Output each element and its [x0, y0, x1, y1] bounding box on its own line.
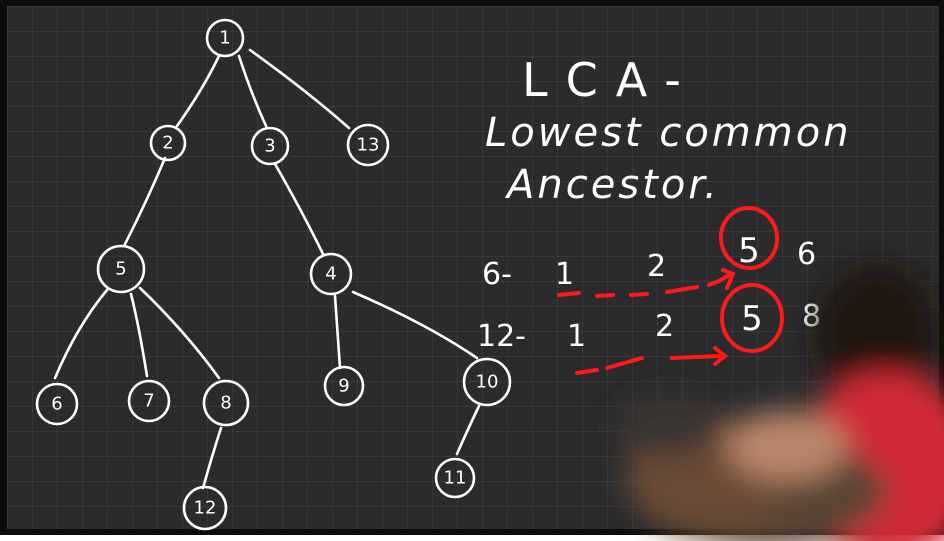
tree-node-9: 9 [323, 365, 365, 407]
tree-edge-1-3 [237, 54, 269, 130]
node-label-1: 1 [219, 28, 230, 49]
tree-edge-5-8 [138, 286, 221, 380]
path-6-step-1: 1 [555, 257, 574, 292]
tree-edges [53, 48, 481, 490]
title-abbr: LCA- [522, 53, 699, 107]
tree-node-3: 3 [250, 126, 290, 166]
red-arrow-row-2 [713, 346, 729, 366]
node-label-3: 3 [264, 136, 275, 157]
red-dashes-row-2 [575, 354, 724, 375]
tree-node-11: 11 [434, 457, 476, 499]
path-row-12: 12- 1 2 5 8 [477, 299, 821, 354]
tree-edge-5-7 [129, 292, 149, 378]
path-row-6: 6- 1 2 5 6 [482, 231, 816, 292]
tree-edge-4-10 [351, 290, 479, 360]
tree-node-6: 6 [35, 382, 79, 426]
path-12-step-4: 8 [802, 299, 821, 334]
tree-edge-4-9 [333, 294, 342, 370]
tree-node-4: 4 [309, 252, 353, 296]
lca-highlight [557, 206, 784, 375]
node-label-11: 11 [444, 468, 467, 489]
tree-node-5: 5 [96, 244, 146, 294]
path-6-step-2: 2 [647, 249, 666, 284]
tree-node-8: 8 [202, 379, 250, 427]
tree-node-7: 7 [127, 379, 171, 423]
title-line-2: Ancestor. [504, 162, 720, 208]
path-12-step-3: 5 [741, 299, 763, 339]
path-12-step-2: 2 [655, 309, 674, 344]
tree-node-13: 13 [346, 123, 390, 167]
tree-edge-10-11 [455, 404, 481, 456]
tree-edge-3-4 [273, 162, 325, 256]
node-label-5: 5 [115, 259, 126, 280]
tree-node-1: 1 [205, 18, 245, 58]
path-6-step-3: 5 [738, 231, 760, 271]
lca-circle-bottom [720, 283, 784, 353]
node-label-6: 6 [51, 394, 62, 415]
node-label-4: 4 [325, 264, 336, 285]
node-label-9: 9 [338, 376, 349, 397]
node-label-8: 8 [220, 393, 231, 414]
tree-edge-5-6 [53, 288, 109, 380]
title-line-1: Lowest common [485, 110, 852, 156]
tree-node-2: 2 [149, 124, 187, 162]
red-arrow-row-1 [717, 268, 736, 290]
lca-circle-top [718, 206, 780, 270]
board-drawing: 1 2 3 13 5 4 6 7 [35, 18, 944, 541]
presenter-silhouette [617, 266, 944, 541]
path-12-step-1: 1 [567, 319, 586, 354]
node-label-7: 7 [143, 391, 154, 412]
tree-edge-1-13 [248, 48, 351, 130]
node-label-10: 10 [476, 372, 499, 393]
tree-edge-8-12 [201, 426, 223, 490]
tree-edge-1-2 [175, 54, 221, 128]
path-6-step-4: 6 [797, 237, 816, 272]
path-label-12: 12- [477, 319, 526, 354]
path-label-6: 6- [482, 257, 512, 292]
node-label-13: 13 [357, 135, 380, 156]
tree-node-12: 12 [182, 485, 228, 531]
tree-node-10: 10 [462, 357, 512, 407]
tree-edge-2-5 [122, 156, 167, 248]
red-dashes-row-1 [557, 279, 721, 298]
node-label-2: 2 [162, 133, 173, 154]
node-label-12: 12 [194, 498, 217, 519]
